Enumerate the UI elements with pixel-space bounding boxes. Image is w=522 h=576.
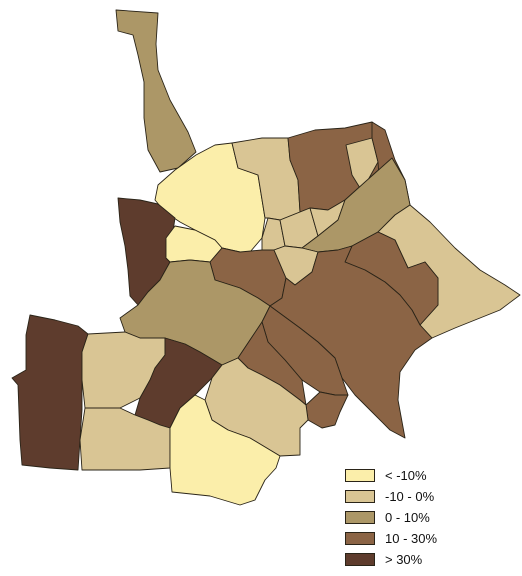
legend-item-class-0: < -10% [345,465,515,486]
legend-label: < -10% [385,468,427,483]
legend-swatch [345,511,375,524]
legend-label: > 30% [385,552,423,567]
legend-item-class-3: 10 - 30% [345,528,515,549]
legend-label: 10 - 30% [385,531,438,546]
legend-swatch [345,490,375,503]
district-south-center [269,245,433,439]
legend-item-class-4: > 30% [345,549,515,570]
district-west-strip [11,314,89,471]
district-south-b [169,394,281,506]
legend-swatch [345,553,375,566]
district-north-spur [115,9,197,173]
legend-swatch [345,532,375,545]
legend-label: -10 - 0% [385,489,435,504]
legend-swatch [345,469,375,482]
district-north-central [154,142,266,253]
districts-layer [11,9,521,506]
legend-label: 0 - 10% [385,510,430,525]
map-legend: < -10% -10 - 0% 0 - 10% 10 - 30% > 30% [345,465,515,570]
district-south-east-tail [305,391,349,429]
legend-item-class-2: 0 - 10% [345,507,515,528]
legend-item-class-1: -10 - 0% [345,486,515,507]
